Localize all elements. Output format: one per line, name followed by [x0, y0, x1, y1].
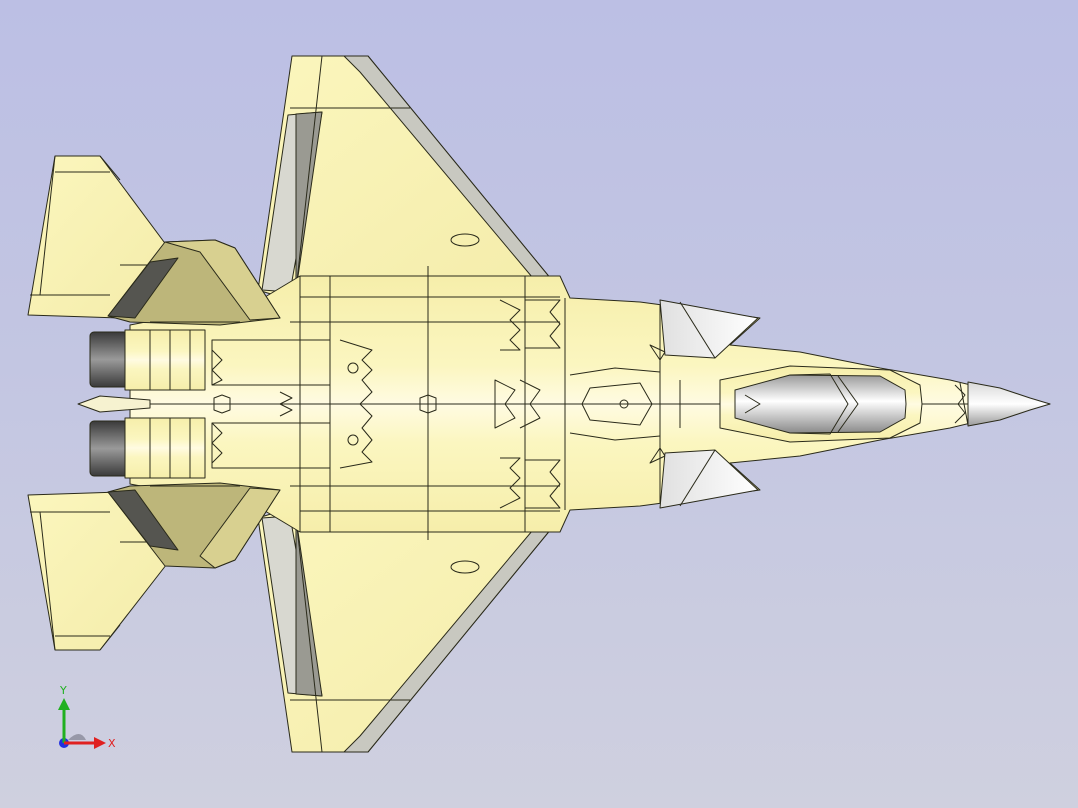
x-axis-label: X [108, 737, 116, 750]
tail-cone [77, 395, 151, 413]
x-axis-icon [64, 737, 106, 749]
stabilizer-lower [107, 482, 281, 569]
intake-upper [659, 299, 759, 359]
fuselage [129, 266, 1051, 540]
y-axis-label: Y [59, 684, 67, 697]
wing-upper [257, 55, 566, 301]
wing-lower [257, 507, 566, 753]
intake-lower [659, 449, 759, 509]
stabilizer-upper [107, 239, 281, 326]
tail-fin-lower [27, 491, 171, 651]
coordinate-triad: Y X [58, 684, 116, 750]
engine-nozzle-upper [89, 329, 206, 391]
engine-nozzle-lower [89, 417, 206, 479]
y-axis-icon [58, 698, 70, 743]
nose-cone [967, 381, 1051, 427]
canopy [719, 365, 969, 443]
